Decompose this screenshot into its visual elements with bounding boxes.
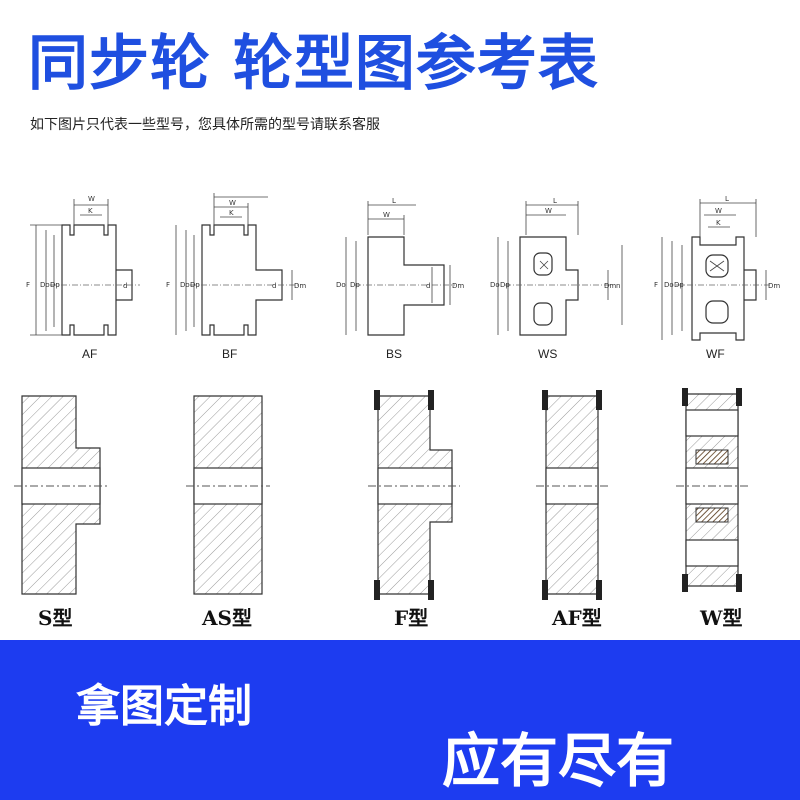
diagram-bs: LW Do Dp d Dm [336,197,464,336]
svg-text:n: n [616,282,620,290]
page-title: 同步轮 轮型图参考表 [28,29,599,99]
dimension-diagram-row: .o { fill:none; stroke:#333; stroke-widt… [0,175,800,365]
svg-text:Do: Do [336,281,346,289]
svg-text:Dm: Dm [768,282,780,290]
svg-text:W: W [383,211,390,219]
svg-text:F: F [166,281,170,289]
svg-text:d: d [426,282,430,290]
section-label-w: W型 [700,606,743,630]
section-label-as: AS型 [202,606,252,630]
svg-text:K: K [716,219,721,227]
svg-text:W: W [545,207,552,215]
diagram-label-ws: WS [538,347,558,361]
svg-text:d: d [272,282,276,290]
svg-text:d: d [123,282,127,290]
svg-text:W: W [88,195,95,203]
svg-text:Dp: Dp [674,281,684,289]
section-s [14,395,108,595]
svg-text:Do: Do [40,281,50,289]
svg-text:Dm: Dm [294,282,306,290]
section-label-af: AF型 [552,606,602,630]
svg-text:L: L [553,197,557,205]
section-label-f: F型 [394,606,429,630]
svg-text:K: K [229,209,234,217]
banner-available-text: 应有尽有 [442,727,675,795]
svg-text:Dm: Dm [604,282,616,290]
svg-text:Dm: Dm [452,282,464,290]
svg-text:F: F [26,281,30,289]
svg-text:L: L [725,195,729,203]
banner-custom-text: 拿图定制 [76,681,252,732]
diagram-label-bs: BS [386,347,403,361]
svg-text:F: F [654,281,658,289]
dimension-diagrams-svg: .o { fill:none; stroke:#333; stroke-widt… [26,193,780,341]
svg-text:Dp: Dp [190,281,200,289]
svg-text:Dp: Dp [500,281,510,289]
diagram-label-wf: WF [706,347,725,361]
section-w [676,388,748,592]
svg-text:Do: Do [664,281,674,289]
cross-sections-svg: .s { stroke:#333; stroke-width:1.2; } .c… [14,388,748,600]
section-af [536,390,608,600]
section-f [368,390,460,600]
bottom-banner [0,640,800,800]
svg-text:Do: Do [180,281,190,289]
svg-text:L: L [392,197,396,205]
cross-section-row: .s { stroke:#333; stroke-width:1.2; } .c… [0,380,800,632]
diagram-label-af: AF [82,347,98,361]
svg-text:Dp: Dp [350,281,360,289]
svg-text:Do: Do [490,281,500,289]
svg-text:W: W [715,207,722,215]
svg-text:K: K [88,207,93,215]
section-label-s: S型 [38,606,73,630]
diagram-label-bf: BF [222,347,238,361]
section-as [186,395,270,595]
page-subtitle: 如下图片只代表一些型号，您具体所需的型号请联系客服 [30,117,380,133]
svg-text:Dp: Dp [50,281,60,289]
svg-text:W: W [229,199,236,207]
